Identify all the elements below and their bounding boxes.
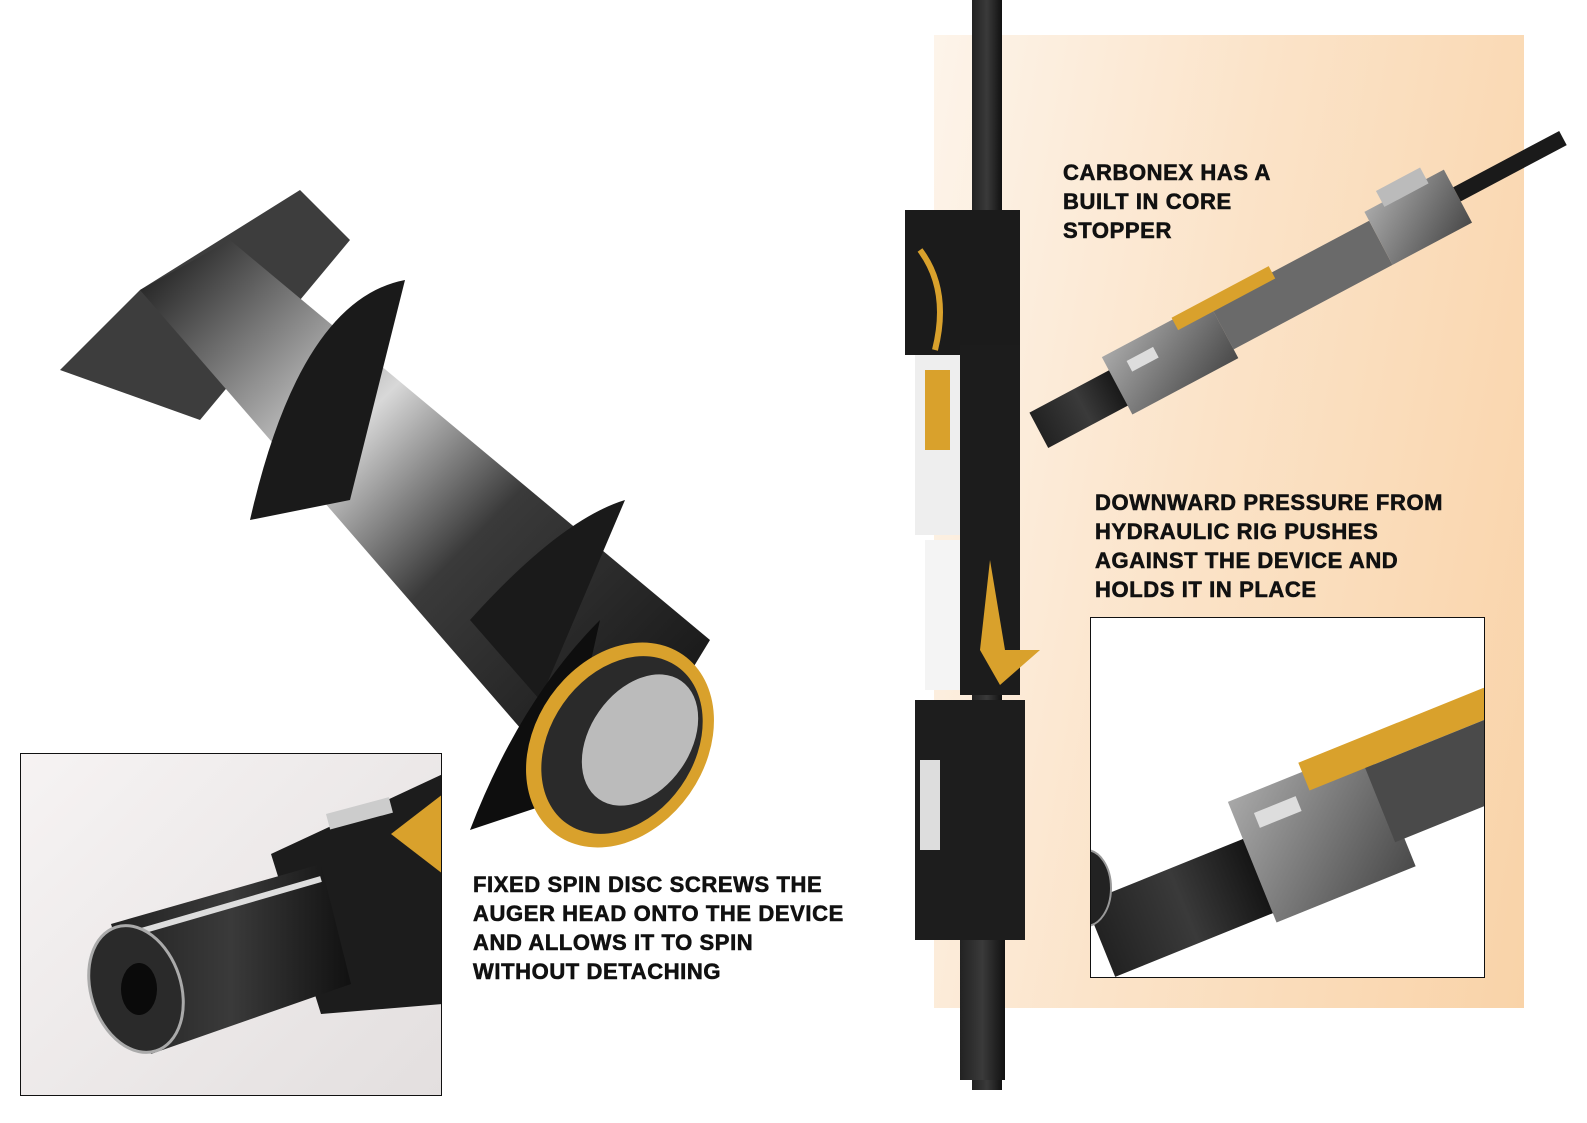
caption-spin-disc: FIXED SPIN DISC SCREWS THE AUGER HEAD ON… xyxy=(473,872,844,985)
core-stopper-tool-render xyxy=(1029,130,1567,448)
carbonex-logo-badge xyxy=(326,797,393,830)
inset-pressure-closeup xyxy=(1090,617,1485,978)
carbonex-logo-badge xyxy=(1253,796,1302,828)
carbonex-logo-badge xyxy=(1126,346,1159,372)
pressure-closeup-render xyxy=(1091,687,1484,977)
inset-spin-disc-closeup xyxy=(20,753,442,1096)
caption-core-stopper: CARBONEX HAS A BUILT IN CORE STOPPER xyxy=(1063,160,1272,244)
auger-head-render xyxy=(60,190,714,848)
vertical-device-render xyxy=(905,0,1040,1090)
caption-downward-pressure: DOWNWARD PRESSURE FROM HYDRAULIC RIG PUS… xyxy=(1095,490,1444,603)
spin-disc-closeup-render xyxy=(87,774,441,1054)
